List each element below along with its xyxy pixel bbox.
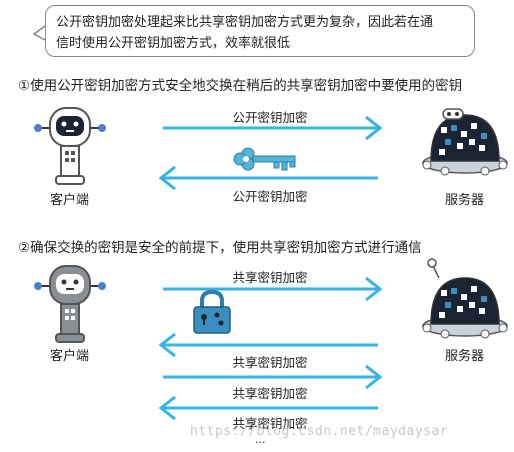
server-robot-1 [422,108,508,176]
padlock-icon [193,289,231,334]
step1-arrow-left [158,165,378,191]
key-icon [233,147,296,171]
step1-arrow-bottom-label: 公开密钥加密 [232,189,308,204]
step2-arrow-1-label: 共享密钥加密 [232,270,308,285]
step2-server-label: 服务器 [445,349,485,364]
step1-arrow-right [163,115,383,141]
step2-arrow-1-right [163,276,383,302]
step1-title: ①使用公开密钥加密方式安全地交换在稍后的共享密钥加密中要使用的密钥 [18,78,463,94]
callout-box: 公开密钥加密处理起来比共享密钥加密方式更为复杂，因此若在通 信时使用公开密钥加密… [45,5,475,57]
step2-arrow-2-left [158,332,378,358]
step2-arrow-4-left [158,395,378,421]
callout-line-1: 公开密钥加密处理起来比共享密钥加密方式更为复杂，因此若在通 [56,15,434,30]
callout-line-2: 信时使用公开密钥加密方式，效率就很低 [56,36,291,51]
callout-pointer [32,25,46,41]
step1-arrow-top-label: 公开密钥加密 [232,110,308,125]
step2-client-label: 客户端 [50,349,90,364]
client-robot-1 [34,107,106,185]
step1-server-label: 服务器 [445,193,485,208]
step2-arrow-3-label: 共享密钥加密 [232,386,308,401]
ellipsis: ... [255,433,266,446]
step2-arrow-3-right [163,364,383,390]
server-robot-2 [422,258,508,339]
client-robot-2 [34,265,106,343]
step2-title: ②确保交换的密钥是安全的前提下，使用共享密钥加密方式进行通信 [18,240,422,256]
step1-client-label: 客户端 [50,193,90,208]
step2-arrow-2-label: 共享密钥加密 [232,355,308,370]
watermark: https://blog.csdn.net/maydaysar [190,424,449,439]
step2-arrow-4-label: 共享密钥加密 [232,416,308,431]
